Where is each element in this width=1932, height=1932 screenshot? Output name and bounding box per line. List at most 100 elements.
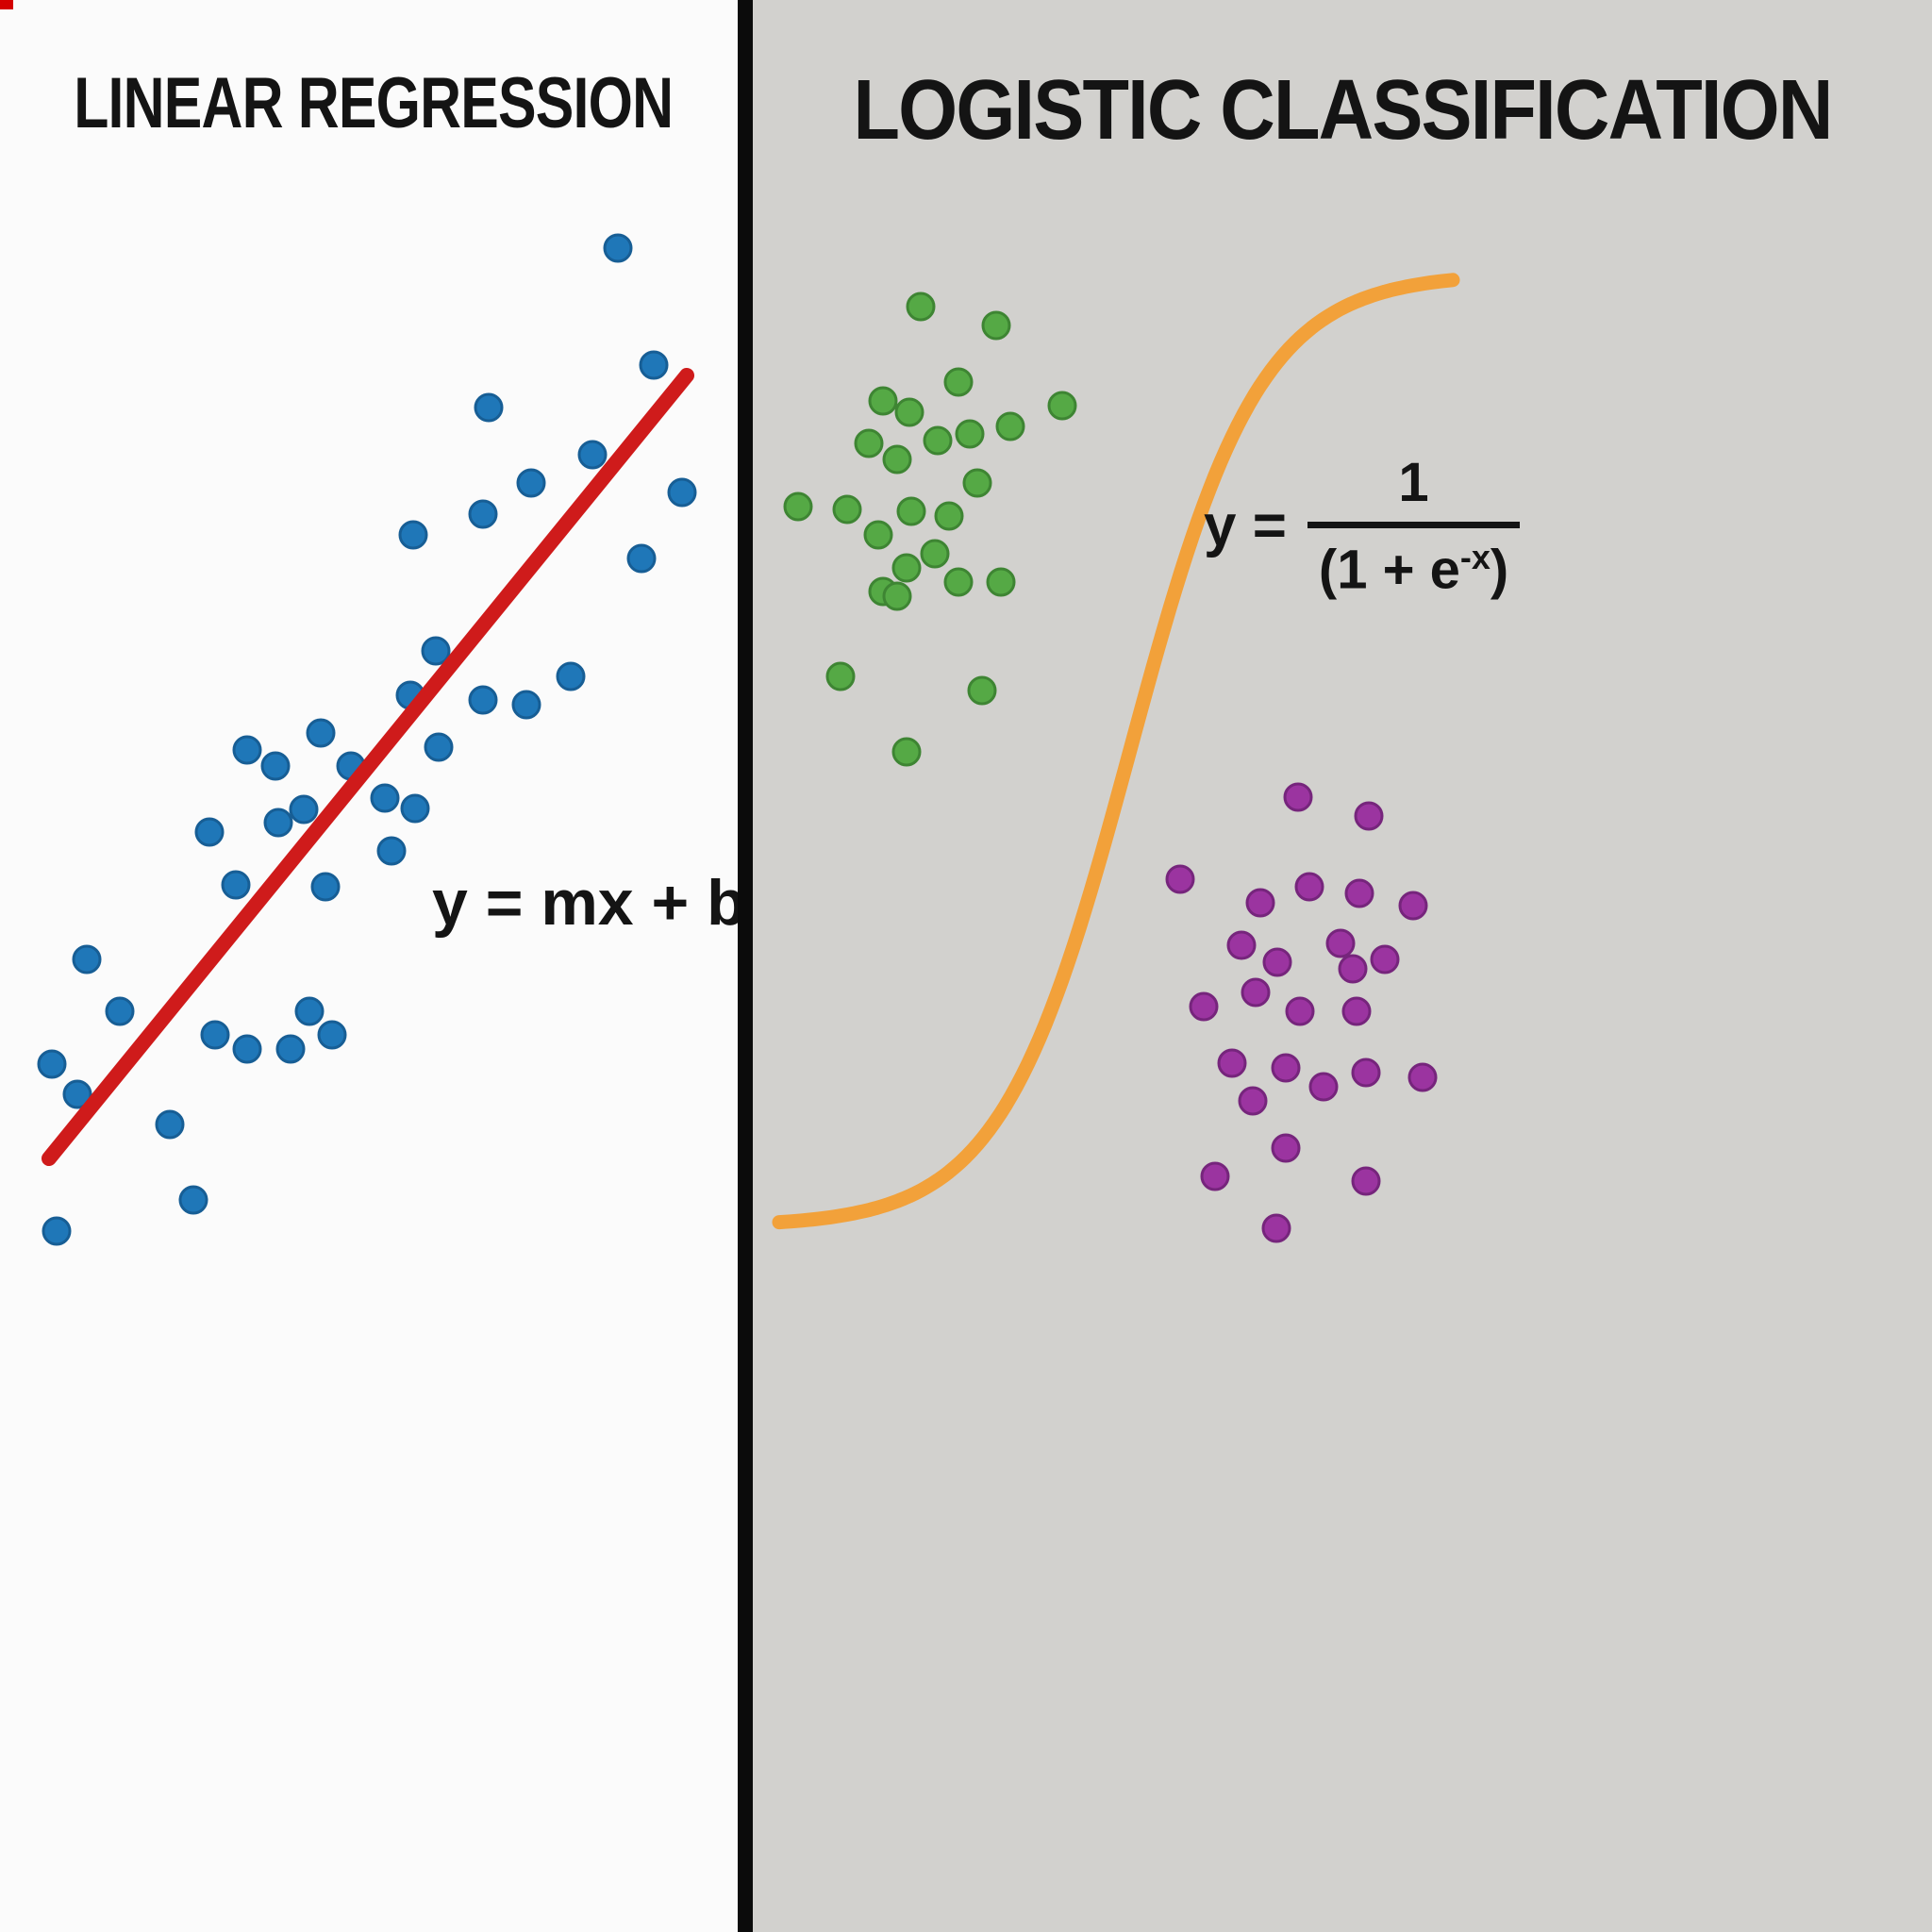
equation-logistic-fraction: 1 (1 + e-x) (1307, 451, 1521, 601)
data-point (1338, 954, 1368, 984)
equation-logistic-lhs: y = (1204, 493, 1287, 559)
data-point (891, 737, 922, 767)
data-point (1344, 878, 1374, 908)
data-point (783, 491, 813, 522)
data-point (310, 872, 341, 902)
data-point (289, 794, 319, 824)
data-point (1407, 1062, 1438, 1092)
data-point (603, 233, 633, 263)
data-point (894, 397, 924, 427)
data-point (1226, 930, 1257, 960)
data-point (943, 367, 974, 397)
data-point (832, 494, 862, 525)
data-point (516, 468, 546, 498)
data-point (1351, 1058, 1381, 1088)
data-point (194, 817, 225, 847)
data-point (468, 499, 498, 529)
panel-divider (738, 0, 753, 1932)
equation-logistic-denominator-pre: (1 + e (1318, 539, 1460, 601)
data-point (263, 808, 293, 838)
data-point (260, 751, 291, 781)
data-point (986, 567, 1016, 597)
data-point (1271, 1133, 1301, 1163)
data-point (556, 661, 586, 691)
data-point (376, 836, 407, 866)
data-point (1165, 864, 1195, 894)
data-point (232, 1034, 262, 1064)
data-point (868, 386, 898, 416)
data-point (1262, 947, 1292, 977)
data-point (1294, 872, 1324, 902)
data-point (891, 553, 922, 583)
data-point (995, 411, 1025, 441)
data-point (1308, 1072, 1339, 1102)
data-point (62, 1079, 92, 1109)
linear-regression-panel: LINEAR REGRESSION y = mx + b (0, 0, 738, 1932)
data-point (155, 1109, 185, 1140)
equation-logistic-numerator: 1 (1398, 452, 1429, 513)
data-point (967, 675, 997, 706)
data-point (920, 539, 950, 569)
equation-logistic-exponent: -x (1459, 538, 1491, 576)
data-point (955, 419, 985, 449)
equation-logistic-denominator: (1 + e-x) (1307, 522, 1521, 601)
data-point (934, 501, 964, 531)
panel-title-logistic-classification: LOGISTIC CLASSIFICATION (853, 63, 1833, 158)
panel-title-linear-regression: LINEAR REGRESSION (74, 63, 674, 143)
data-point (825, 661, 856, 691)
logistic-classification-plot (772, 273, 1460, 1243)
data-point (468, 685, 498, 715)
data-point (1325, 928, 1356, 958)
data-point (221, 870, 251, 900)
data-point (42, 1216, 72, 1246)
sigmoid-curve (772, 273, 1460, 1230)
data-point (1351, 1166, 1381, 1196)
data-point (882, 444, 912, 475)
data-point (511, 690, 541, 720)
data-point (178, 1185, 208, 1215)
data-point (1398, 891, 1428, 921)
data-point (626, 543, 657, 574)
data-point (424, 732, 454, 762)
data-point (317, 1020, 347, 1050)
data-point (906, 291, 936, 322)
data-point (943, 567, 974, 597)
data-point (400, 793, 430, 824)
data-point (398, 520, 428, 550)
data-point (577, 440, 608, 470)
data-point (863, 520, 893, 550)
data-point (105, 996, 135, 1026)
data-point (1261, 1213, 1291, 1243)
data-point (37, 1049, 67, 1079)
linear-regression-plot (37, 233, 697, 1246)
data-point (1341, 996, 1372, 1026)
data-point (1354, 801, 1384, 831)
logistic-classification-panel: LOGISTIC CLASSIFICATION y = 1 (1 + e-x) (753, 0, 1932, 1932)
data-point (294, 996, 325, 1026)
data-point (1217, 1048, 1247, 1078)
data-point (1245, 888, 1275, 918)
data-point (1241, 977, 1271, 1008)
data-point (474, 392, 504, 423)
data-point (896, 496, 926, 526)
data-point (1271, 1053, 1301, 1083)
data-point (275, 1034, 306, 1064)
regression-line (42, 368, 694, 1166)
data-point (200, 1020, 230, 1050)
data-point (667, 477, 697, 508)
data-point (72, 944, 102, 974)
data-point (1285, 996, 1315, 1026)
data-point (1189, 991, 1219, 1022)
equation-logistic: y = 1 (1 + e-x) (1204, 451, 1521, 601)
data-point (854, 428, 884, 458)
data-point (923, 425, 953, 456)
equation-logistic-denominator-post: ) (1490, 539, 1509, 601)
data-point (882, 581, 912, 611)
data-point (232, 735, 262, 765)
data-point (981, 310, 1011, 341)
data-point (639, 350, 669, 380)
data-point (1370, 944, 1400, 974)
equation-linear: y = mx + b (432, 867, 738, 939)
data-point (1283, 782, 1313, 812)
data-point (1047, 391, 1077, 421)
